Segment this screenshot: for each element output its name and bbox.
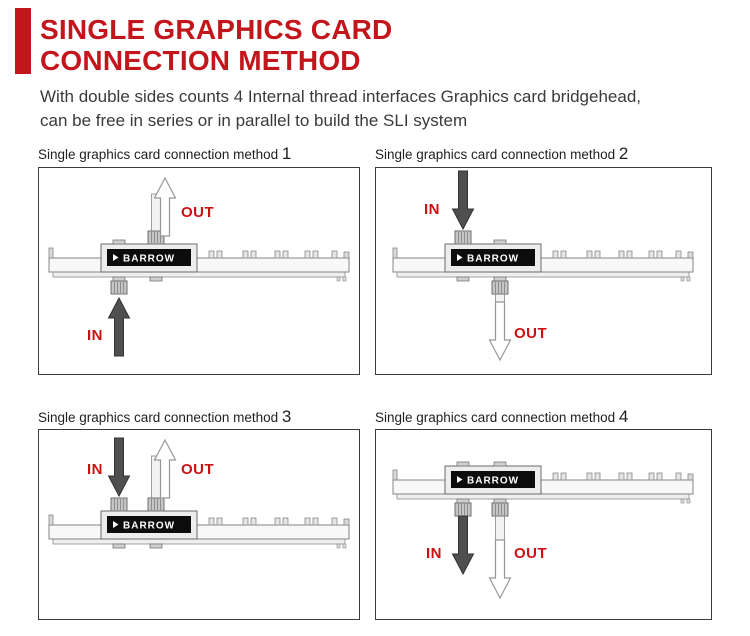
panel-2-caption-text: Single graphics card connection method: [375, 147, 616, 162]
panel-4-diagram: IN OUT: [392, 461, 694, 599]
panel-2-caption: Single graphics card connection method 2: [375, 144, 628, 164]
in-label: IN: [87, 327, 103, 344]
panel-3-caption: Single graphics card connection method 3: [38, 407, 291, 427]
in-label: IN: [87, 461, 103, 478]
flow-arrow-in: [108, 297, 130, 357]
page-subtitle: With double sides counts 4 Internal thre…: [40, 85, 641, 133]
panel-2: IN OUT: [375, 167, 712, 375]
fitting-left: [454, 502, 472, 517]
page-title-line1: SINGLE GRAPHICS CARD: [40, 14, 393, 45]
flow-arrow-in: [108, 437, 130, 497]
out-label: OUT: [514, 325, 547, 342]
accent-bar: [15, 8, 31, 74]
flow-arrow-out: [488, 301, 512, 361]
out-label: OUT: [181, 204, 214, 221]
fitting-right: [147, 497, 165, 512]
gpu-card: [392, 239, 694, 282]
panel-4-caption-number: 4: [618, 407, 629, 426]
page-subtitle-line2: can be free in series or in parallel to …: [40, 111, 468, 130]
fitting-right: [491, 502, 509, 517]
tube: [151, 193, 161, 232]
panel-2-caption-number: 2: [618, 144, 629, 163]
panel-3-caption-number: 3: [281, 407, 292, 426]
panel-4-caption-text: Single graphics card connection method: [375, 410, 616, 425]
fitting-bottom: [491, 280, 509, 295]
panel-4-caption: Single graphics card connection method 4: [375, 407, 628, 427]
fitting-left: [110, 497, 128, 512]
panel-1-caption: Single graphics card connection method 1: [38, 144, 291, 164]
panel-3-caption-text: Single graphics card connection method: [38, 410, 279, 425]
flow-arrow-in: [452, 170, 474, 230]
flow-arrow-out: [488, 539, 512, 599]
fitting-bottom: [110, 280, 128, 295]
gpu-card: [392, 461, 694, 504]
out-label: OUT: [514, 545, 547, 562]
tube: [151, 455, 161, 499]
panel-3-diagram: IN OUT: [48, 437, 350, 549]
page-title-line2: CONNECTION METHOD: [40, 45, 361, 76]
gpu-card: [48, 239, 350, 282]
panel-2-diagram: IN OUT: [392, 170, 694, 361]
out-label: OUT: [181, 461, 214, 478]
panel-1-caption-text: Single graphics card connection method: [38, 147, 279, 162]
in-label: IN: [426, 545, 442, 562]
in-label: IN: [424, 201, 440, 218]
panel-1: OUT IN: [38, 167, 360, 375]
page-subtitle-line1: With double sides counts 4 Internal thre…: [40, 87, 642, 106]
panel-4: IN OUT: [375, 429, 712, 620]
panel-1-caption-number: 1: [281, 144, 292, 163]
fitting-top: [454, 230, 472, 245]
panel-3: IN OUT: [38, 429, 360, 620]
gpu-card: [48, 506, 350, 549]
page-title: SINGLE GRAPHICS CARD CONNECTION METHOD: [40, 14, 392, 76]
flow-arrow-in: [452, 515, 474, 575]
panel-1-diagram: OUT IN: [48, 177, 350, 357]
